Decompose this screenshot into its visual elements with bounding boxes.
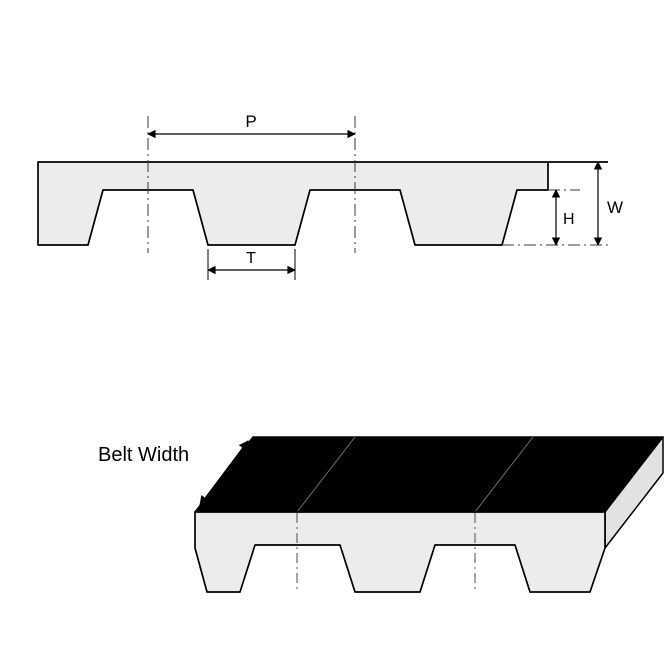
top-surface-seam-right (474, 436, 534, 513)
belt-front-face (194, 511, 606, 593)
tooth-width-label: T (246, 250, 256, 267)
perspective-view: Belt Width (98, 436, 664, 593)
belt-width-label: Belt Width (98, 444, 189, 466)
belt-width-arrow (199, 440, 249, 506)
profile-view: P T H W (37, 112, 623, 280)
belt-top-surface (194, 436, 664, 513)
top-surface-seam-left (296, 436, 356, 513)
belt-thickness-label: W (607, 198, 623, 217)
tooth-height-label: H (563, 211, 575, 228)
belt-profile-shape (37, 161, 549, 246)
pitch-label: P (245, 112, 256, 131)
